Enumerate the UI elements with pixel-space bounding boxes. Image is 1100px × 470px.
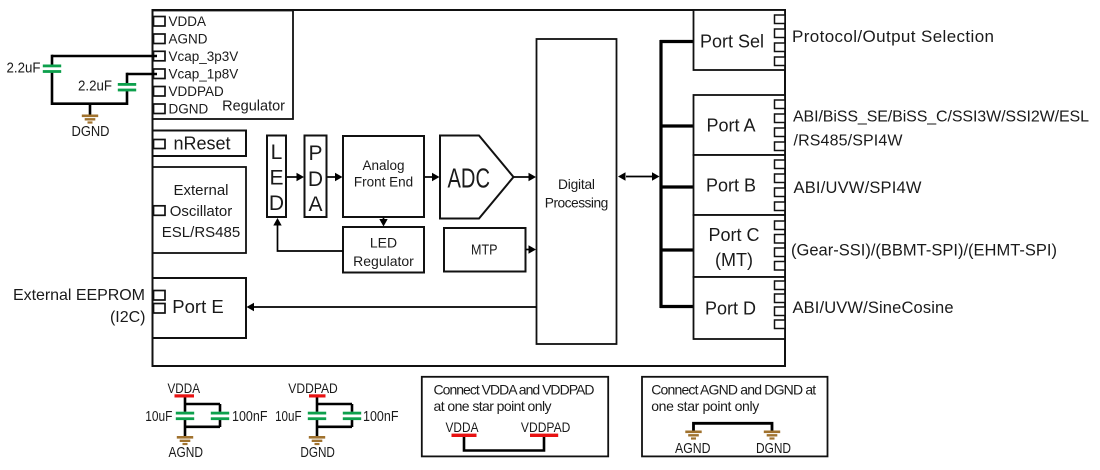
svg-text:AGND: AGND (675, 440, 711, 457)
svg-text:one star point only: one star point only (651, 398, 759, 414)
svg-text:(MT): (MT) (715, 250, 753, 270)
svg-text:Oscillator: Oscillator (170, 203, 233, 220)
svg-text:DGND: DGND (756, 440, 791, 457)
svg-text:DGND: DGND (300, 445, 335, 461)
svg-text:10uF: 10uF (275, 409, 302, 425)
svg-text:at one star point only: at one star point only (434, 398, 552, 414)
svg-text:Port E: Port E (172, 296, 223, 317)
svg-text:Port Sel: Port Sel (700, 32, 764, 52)
svg-text:VDDA: VDDA (446, 419, 480, 435)
svg-text:D: D (269, 192, 284, 215)
svg-text:(I2C): (I2C) (110, 309, 146, 326)
svg-text:/RS485/SPI4W: /RS485/SPI4W (794, 133, 904, 150)
svg-text:10uF: 10uF (145, 409, 172, 425)
svg-text:AGND: AGND (169, 32, 208, 47)
svg-text:100nF: 100nF (232, 409, 268, 425)
svg-text:A: A (308, 193, 322, 216)
svg-text:ABI/UVW/SineCosine: ABI/UVW/SineCosine (793, 299, 954, 317)
svg-text:LED: LED (370, 235, 397, 251)
svg-text:VDDPAD: VDDPAD (169, 84, 225, 99)
svg-text:Vcap_3p3V: Vcap_3p3V (169, 49, 239, 64)
svg-text:Connect AGND and DGND at: Connect AGND and DGND at (651, 382, 816, 398)
svg-text:100nF: 100nF (363, 409, 399, 425)
svg-text:Connect VDDA and VDDPAD: Connect VDDA and VDDPAD (434, 382, 595, 398)
svg-text:Digital: Digital (558, 177, 595, 192)
svg-text:E: E (269, 167, 283, 190)
svg-text:Regulator: Regulator (353, 253, 414, 269)
svg-text:ABI/UVW/SPI4W: ABI/UVW/SPI4W (794, 179, 922, 197)
svg-text:ESL/RS485: ESL/RS485 (162, 224, 240, 241)
svg-text:Port D: Port D (705, 299, 756, 319)
svg-text:2.2uF: 2.2uF (78, 79, 112, 95)
svg-text:P: P (308, 142, 322, 165)
svg-text:Port B: Port B (706, 176, 756, 196)
svg-text:Analog: Analog (362, 158, 404, 173)
svg-text:DGND: DGND (169, 102, 209, 117)
svg-text:AGND: AGND (169, 445, 204, 461)
svg-text:Processing: Processing (545, 196, 609, 211)
svg-text:VDDPAD: VDDPAD (521, 419, 571, 435)
svg-text:Port A: Port A (706, 116, 755, 136)
svg-text:D: D (308, 168, 323, 191)
svg-text:L: L (271, 141, 283, 164)
svg-text:ADC: ADC (448, 163, 491, 194)
svg-text:Front End: Front End (354, 175, 413, 190)
svg-text:Vcap_1p8V: Vcap_1p8V (169, 67, 239, 82)
svg-text:VDDPAD: VDDPAD (288, 380, 338, 396)
svg-text:(Gear-SSI)/(BBMT-SPI)/(EHMT-SP: (Gear-SSI)/(BBMT-SPI)/(EHMT-SPI) (791, 242, 1057, 260)
svg-text:nReset: nReset (173, 134, 230, 154)
svg-text:DGND: DGND (72, 124, 110, 140)
svg-text:2.2uF: 2.2uF (7, 61, 41, 77)
svg-text:MTP: MTP (471, 242, 498, 259)
svg-text:External: External (173, 182, 228, 199)
svg-text:Port C: Port C (708, 225, 759, 245)
svg-text:Protocol/Output Selection: Protocol/Output Selection (792, 27, 994, 46)
svg-text:Regulator: Regulator (222, 99, 285, 115)
svg-text:VDDA: VDDA (169, 14, 207, 29)
svg-text:External EEPROM: External EEPROM (13, 287, 145, 304)
svg-text:VDDA: VDDA (168, 380, 201, 396)
svg-text:ABI/BiSS_SE/BiSS_C/SSI3W/SSI2W: ABI/BiSS_SE/BiSS_C/SSI3W/SSI2W/ESL (793, 109, 1089, 126)
